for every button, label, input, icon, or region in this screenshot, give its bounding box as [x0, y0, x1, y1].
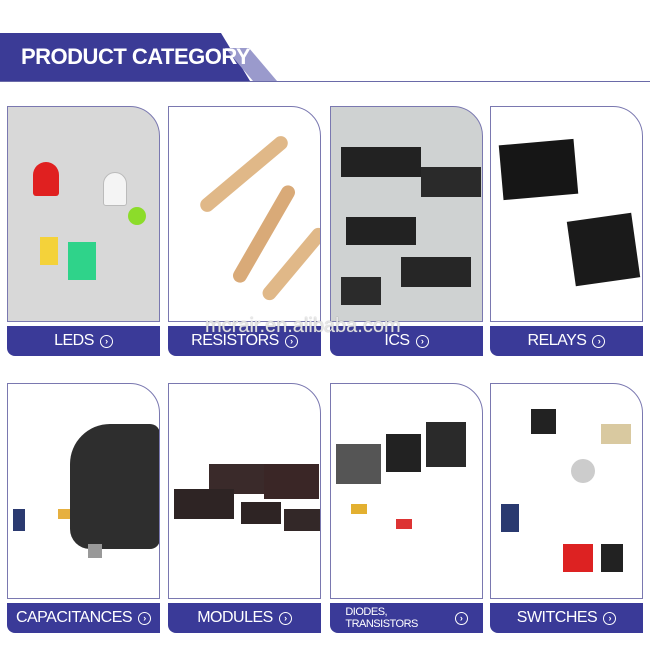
diodes-transistors-button[interactable]: DIODES,TRANSISTORS › [330, 603, 483, 633]
category-leds[interactable]: LEDS › [7, 106, 160, 356]
label: LEDS [54, 332, 94, 349]
page-title: PRODUCT CATEGORY [21, 44, 251, 69]
leds-image [7, 106, 160, 322]
label-line1: DIODES, [345, 606, 388, 618]
circle-chevron-right-icon: › [284, 334, 298, 348]
circle-chevron-right-icon: › [415, 334, 429, 348]
ics-button[interactable]: ICS › [330, 326, 483, 356]
relays-image [490, 106, 643, 322]
watermark: mcrair.en.alibaba.com [205, 315, 401, 337]
resistors-image [168, 106, 321, 322]
capacitances-button[interactable]: CAPACITANCES › [7, 603, 160, 633]
circle-chevron-right-icon: › [278, 611, 292, 625]
ics-image [330, 106, 483, 322]
label-line2: TRANSISTORS [345, 618, 418, 630]
circle-chevron-right-icon: › [603, 611, 617, 625]
switches-image [490, 383, 643, 599]
resistors-button[interactable]: RESISTORS › [168, 326, 321, 356]
label: CAPACITANCES [15, 609, 133, 626]
category-resistors[interactable]: RESISTORS › [168, 106, 321, 356]
modules-button[interactable]: MODULES › [168, 603, 321, 633]
category-modules[interactable]: MODULES › [168, 383, 321, 633]
label: DIODES,TRANSISTORS [345, 606, 418, 630]
circle-chevron-right-icon: › [454, 611, 468, 625]
capacitances-image [7, 383, 160, 599]
circle-chevron-right-icon: › [138, 611, 152, 625]
category-switches[interactable]: SWITCHES › [490, 383, 643, 633]
category-capacitances[interactable]: CAPACITANCES › [7, 383, 160, 633]
label: RELAYS [527, 332, 587, 349]
category-relays[interactable]: RELAYS › [490, 106, 643, 356]
header-banner [0, 33, 250, 81]
label: SWITCHES [516, 609, 598, 626]
modules-image [168, 383, 321, 599]
label: ICS [384, 332, 410, 349]
label: MODULES [197, 609, 273, 626]
leds-button[interactable]: LEDS › [7, 326, 160, 356]
diodes-transistors-image [330, 383, 483, 599]
relays-button[interactable]: RELAYS › [490, 326, 643, 356]
header-divider [0, 81, 650, 82]
category-diodes-transistors[interactable]: DIODES,TRANSISTORS › [330, 383, 483, 633]
category-ics[interactable]: ICS › [330, 106, 483, 356]
circle-chevron-right-icon: › [99, 334, 113, 348]
circle-chevron-right-icon: › [592, 334, 606, 348]
switches-button[interactable]: SWITCHES › [490, 603, 643, 633]
label: RESISTORS [191, 332, 279, 349]
